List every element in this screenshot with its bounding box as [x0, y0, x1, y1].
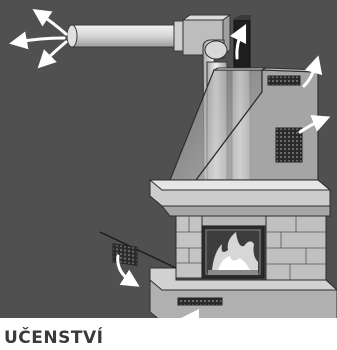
firebox	[201, 225, 265, 279]
fireplace-mantel	[148, 179, 332, 217]
hood-top-vent-grille	[267, 75, 301, 86]
hot-air-arrow-hood-top	[302, 55, 323, 88]
caption-banner	[0, 318, 337, 350]
hot-air-arrow-hood-front	[298, 114, 331, 134]
horizontal-air-pipe	[66, 20, 187, 52]
fire-flames	[212, 232, 258, 270]
cold-air-arrow-wall	[116, 254, 140, 287]
base-vent-grille	[177, 297, 223, 306]
hot-air-arrow-down-left	[37, 40, 68, 69]
caption-text: UČENSTVÍ	[4, 328, 104, 348]
wall-floor-edge	[99, 231, 177, 269]
fireplace-stone-body	[175, 215, 327, 281]
hood-front-vent-grille	[275, 127, 303, 163]
hot-air-arrow-up-left	[32, 9, 68, 36]
hot-air-arrow-duct-up	[229, 23, 247, 60]
hot-air-arrow-left	[9, 31, 66, 50]
